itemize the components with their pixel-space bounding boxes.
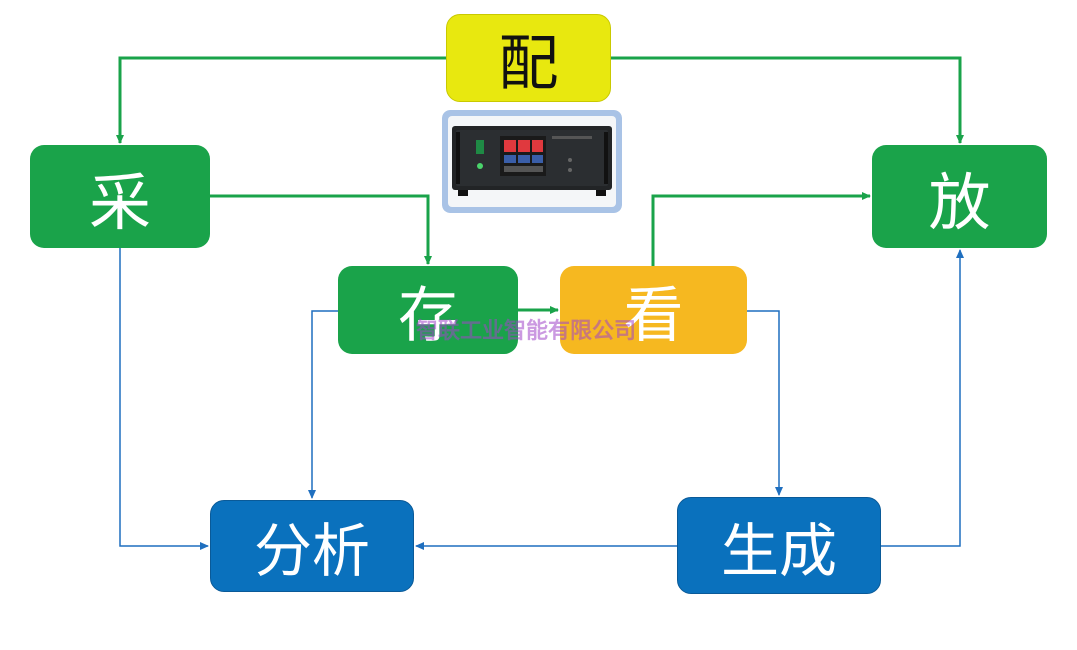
link-kan-fang — [651, 192, 871, 266]
node-cai: 采 — [30, 145, 210, 248]
link-cai-cun — [210, 194, 432, 265]
node-pei: 配 — [446, 14, 611, 102]
node-fang-label: 放 — [928, 165, 991, 239]
node-cai-label: 采 — [88, 165, 151, 239]
node-fang: 放 — [872, 145, 1047, 248]
node-cun: 存 — [338, 266, 518, 354]
link-pei-fang — [611, 56, 964, 144]
device-photo — [442, 110, 622, 213]
link-cun-fenxi — [308, 310, 338, 499]
link-kan-sheng — [747, 310, 783, 496]
node-kan-label: 看 — [623, 280, 684, 351]
node-cun-label: 存 — [398, 280, 458, 351]
link-pei-cai — [116, 56, 446, 144]
node-shengcheng-label: 生成 — [720, 516, 837, 585]
node-kan: 看 — [560, 266, 747, 354]
watermark-text: 智联工业智能有限公司 — [416, 319, 637, 344]
node-fenxi-label: 分析 — [253, 517, 370, 585]
link-sheng-fang — [881, 249, 964, 547]
node-fenxi: 分析 — [210, 500, 414, 592]
link-cai-fenxi — [119, 248, 209, 550]
node-shengcheng: 生成 — [677, 497, 881, 594]
node-pei-label: 配 — [498, 28, 559, 99]
